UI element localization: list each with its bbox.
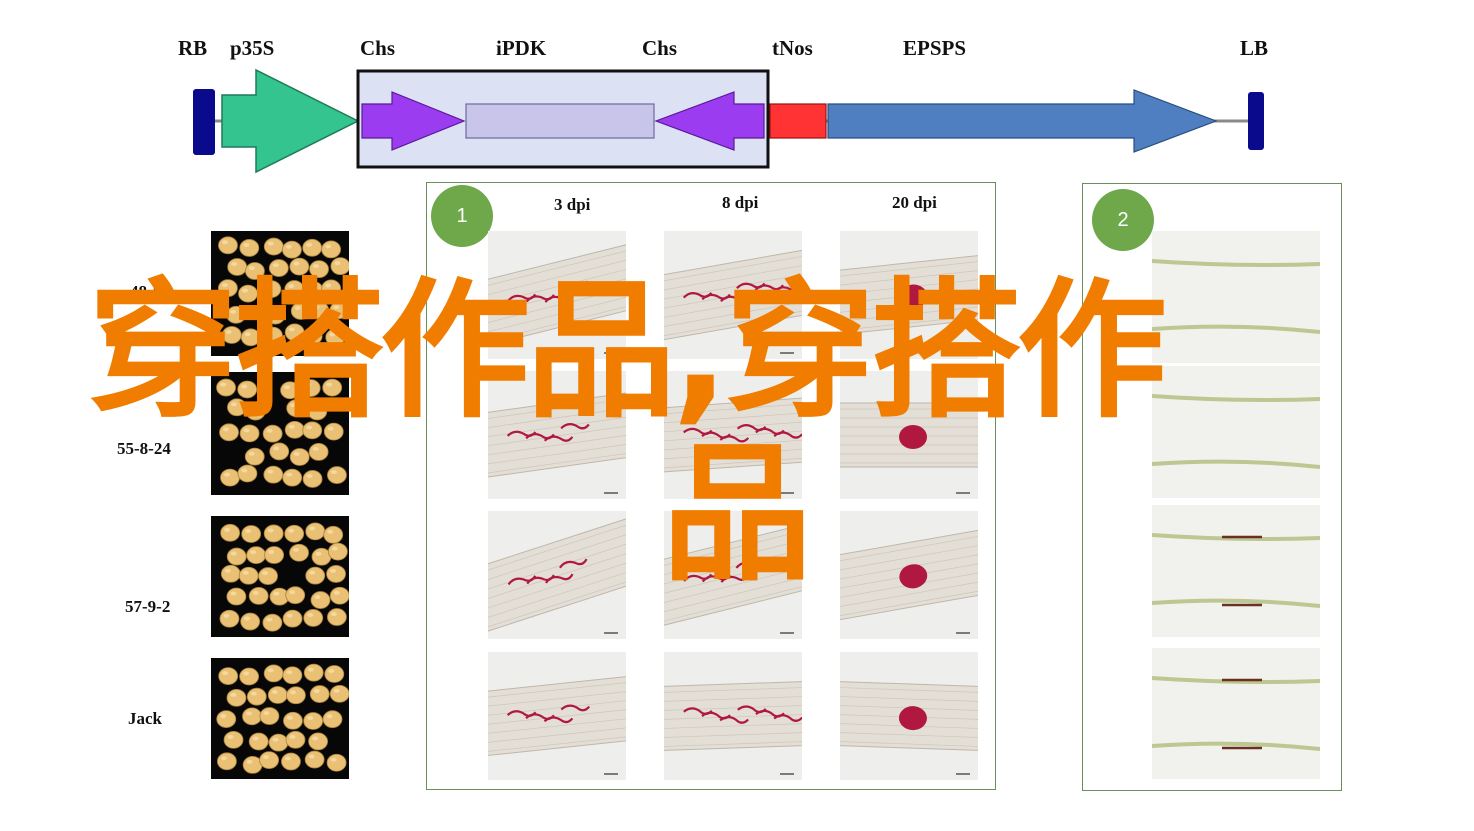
label-epsps: EPSPS [903,36,967,60]
label-lb: LB [1240,36,1269,60]
lb-border-block [1248,92,1264,150]
rb-border-block [193,89,215,155]
label-p35s: p35S [230,36,275,60]
root-micrograph [664,511,802,639]
p35s-promoter-arrow [221,68,360,174]
control-root-photo [1152,231,1320,363]
tnos-terminator-block [769,103,827,139]
root-micrograph [488,371,626,499]
panel-2-badge: 2 [1092,189,1154,251]
column-label-3dpi: 3 dpi [554,195,591,214]
label-chs-right: Chs [642,36,678,60]
label-chs-left: Chs [360,36,396,60]
column-label-20dpi: 20 dpi [892,193,937,212]
seed-photo [211,231,349,356]
label-tnos: tNos [772,36,813,60]
root-micrograph [488,511,626,639]
seed-photo [211,372,349,495]
root-micrograph [488,231,626,359]
root-micrograph [488,652,626,780]
seed-line-label: 57-9-2 [125,597,171,616]
control-root-photo [1152,505,1320,637]
gene-construct-diagram [193,68,1264,174]
chs-antisense-arrow [654,91,765,151]
column-label-8dpi: 8 dpi [722,193,759,212]
root-micrograph [664,371,802,499]
seed-line-label: 48-5 [130,282,162,301]
control-root-photo [1152,648,1320,779]
seed-photo [211,658,349,779]
root-micrograph [840,511,978,639]
seed-line-label: 55-8-24 [117,439,171,458]
root-micrograph [840,371,978,499]
epsps-gene-arrow [827,89,1218,153]
seed-line-label: Jack [128,709,162,728]
label-rb: RB [178,36,208,60]
root-micrograph [840,231,978,359]
control-root-photo [1152,366,1320,498]
chs-sense-arrow [361,91,466,151]
root-micrograph [664,652,802,780]
root-micrograph [664,231,802,359]
watermark-line-1: 穿搭作品,穿搭作 [88,265,1167,439]
seed-photo [211,516,349,637]
ipdk-intron-block [465,103,655,139]
label-ipdk: iPDK [496,36,547,60]
watermark-line-2: 品 [662,428,813,602]
root-micrograph [840,652,978,780]
panel-1-badge: 1 [431,185,493,247]
